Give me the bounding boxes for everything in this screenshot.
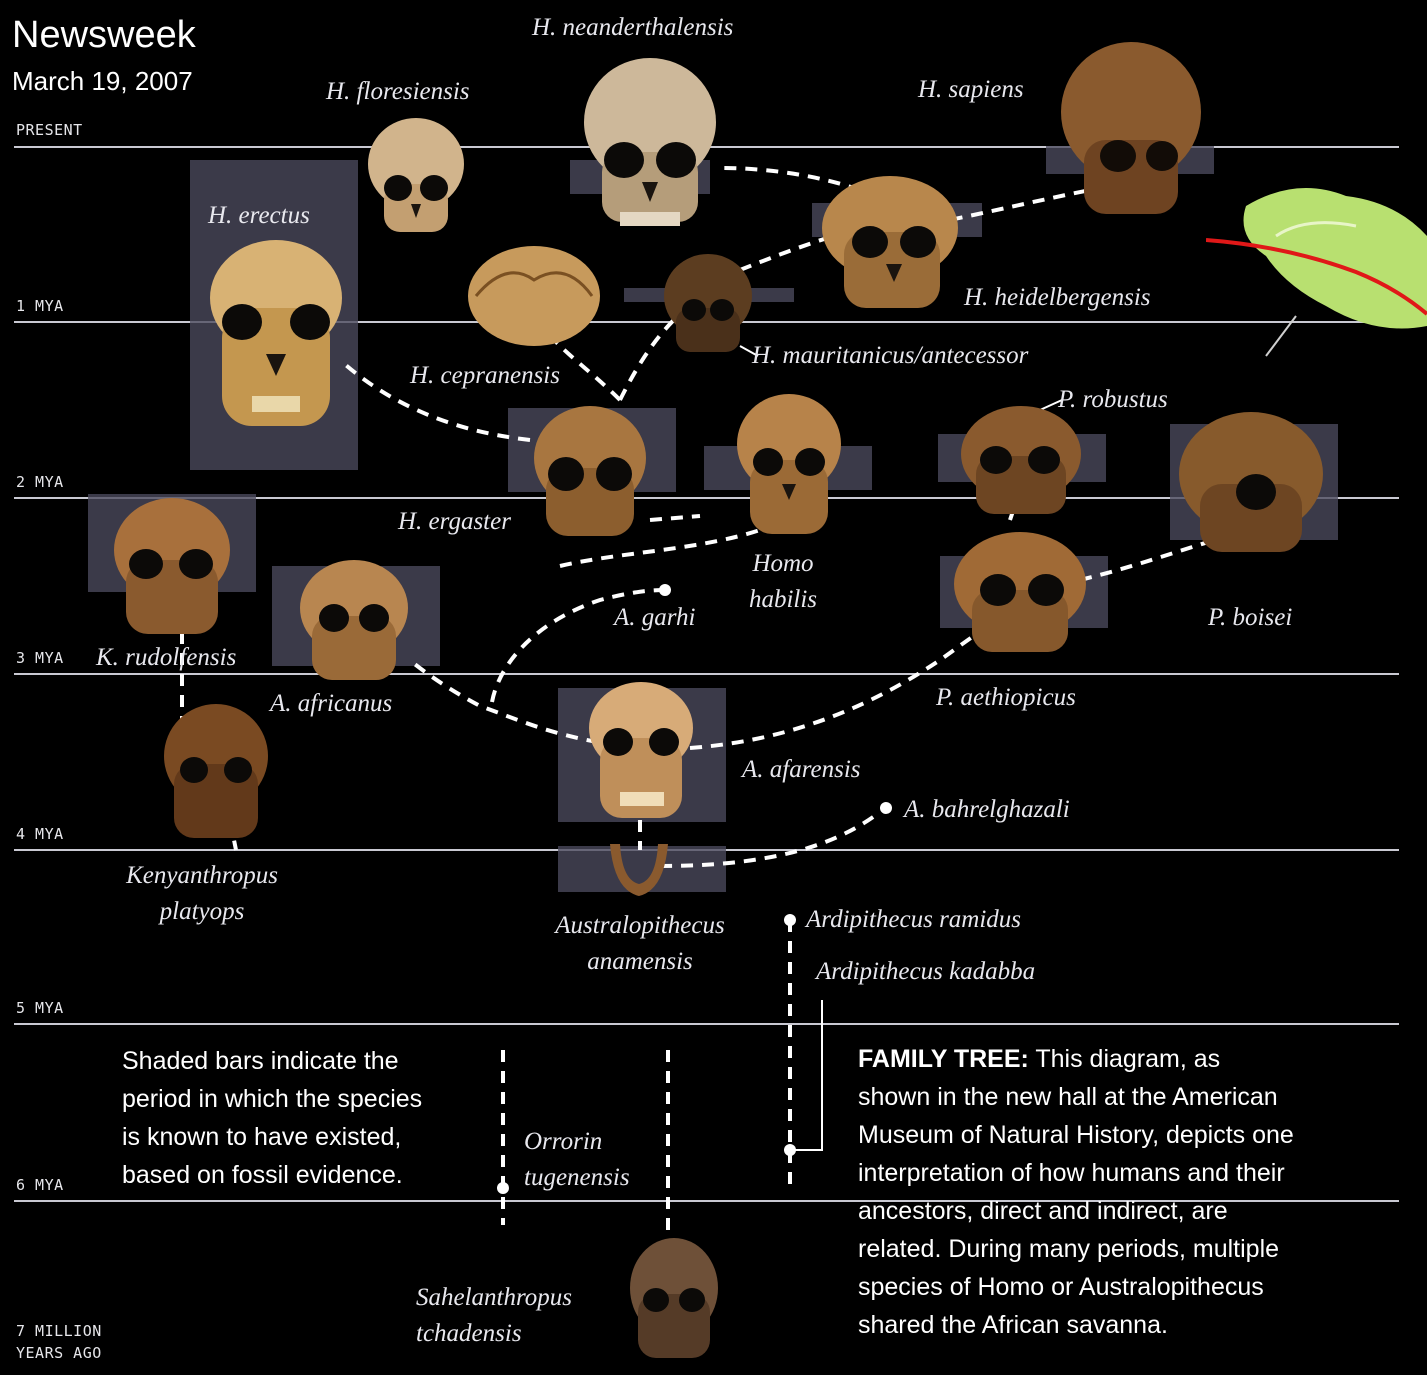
label-sahelanthropus-line1: Sahelanthropus [416,1284,572,1313]
family-note-line: species of Homo or Australopithecus [858,1268,1294,1306]
label-floresiensis: H. floresiensis [326,78,470,107]
label-africanus: A. africanus [270,690,392,719]
shaded-note-line: based on fossil evidence. [122,1156,422,1194]
family-note-line: related. During many periods, multiple [858,1230,1294,1268]
skull-afarensis [586,678,696,824]
node-ramidus [784,914,796,926]
family-note-line: Museum of Natural History, depicts one [858,1116,1294,1154]
label-ergaster: H. ergaster [398,508,511,537]
label-erectus: H. erectus [208,202,310,231]
skull-rudolfensis [110,494,234,640]
label-ramidus: Ardipithecus ramidus [806,906,1021,935]
label-rudolfensis: K. rudolfensis [96,644,236,673]
shaded-note-line: period in which the species [122,1080,422,1118]
label-sahelanthropus-line2: tchadensis [416,1320,522,1349]
label-afarensis: A. afarensis [742,756,861,785]
node-garhi [659,584,671,596]
shaded-note-line: is known to have existed, [122,1118,422,1156]
skull-robustus [956,400,1086,520]
skull-floresiensis [366,114,466,240]
skull-aethiopicus [950,528,1090,658]
label-sapiens: H. sapiens [918,76,1024,105]
label-anamensis-line2: anamensis [530,948,750,977]
jaw-anamensis [604,840,674,900]
map-fragment [1206,176,1427,366]
shaded-bars-note: Shaded bars indicate the period in which… [122,1042,422,1194]
family-note-line: shown in the new hall at the American [858,1078,1294,1116]
label-habilis-line1: Homo [738,550,828,579]
family-note-heading: FAMILY TREE: [858,1045,1029,1073]
label-garhi: A. garhi [614,604,696,633]
kadabba-bracket [792,1000,822,1150]
skull-habilis [734,390,844,540]
label-orrorin-line1: Orrorin [524,1128,602,1157]
label-orrorin-line2: tugenensis [524,1164,630,1193]
family-note-line: This diagram, as [1029,1045,1220,1073]
label-bahrelghazali: A. bahrelghazali [904,796,1070,825]
skull-heidelbergensis [820,172,960,314]
family-note-line: ancestors, direct and indirect, are [858,1192,1294,1230]
family-note-line: shared the African savanna. [858,1306,1294,1344]
family-tree-note: FAMILY TREE: This diagram, as shown in t… [858,1040,1294,1344]
skull-mauritanicus [660,248,756,358]
label-habilis-line2: habilis [738,586,828,615]
label-kenyanthropus-line2: platyops [92,898,312,927]
skull-ergaster [530,402,650,542]
label-aethiopicus: P. aethiopicus [936,684,1076,713]
skull-cepranensis [466,240,602,350]
skull-africanus [296,556,412,684]
link-habilis-ergaster [650,516,700,520]
label-heidelbergensis: H. heidelbergensis [964,284,1151,313]
skull-kenyanthropus [160,700,272,846]
skull-neanderthalensis [580,52,720,242]
label-anamensis-line1: Australopithecus [530,912,750,941]
label-boisei: P. boisei [1208,604,1292,633]
label-robustus: P. robustus [1058,386,1168,415]
label-mauritanicus: H. mauritanicus/antecessor [752,342,1028,371]
label-neanderthalensis: H. neanderthalensis [532,14,733,43]
label-kenyanthropus-line1: Kenyanthropus [92,862,312,891]
family-note-line: interpretation of how humans and their [858,1154,1294,1192]
label-kadabba: Ardipithecus kadabba [816,958,1035,987]
skull-boisei [1176,408,1326,558]
skull-sahelanthropus [626,1234,722,1364]
shaded-note-line: Shaded bars indicate the [122,1042,422,1080]
node-bahrelghazali [880,802,892,814]
family-note-first-line: FAMILY TREE: This diagram, as [858,1040,1294,1078]
skull-sapiens [1058,40,1204,220]
label-cepranensis: H. cepranensis [410,362,560,391]
node-orrorin [497,1182,509,1194]
skull-erectus [206,236,346,432]
